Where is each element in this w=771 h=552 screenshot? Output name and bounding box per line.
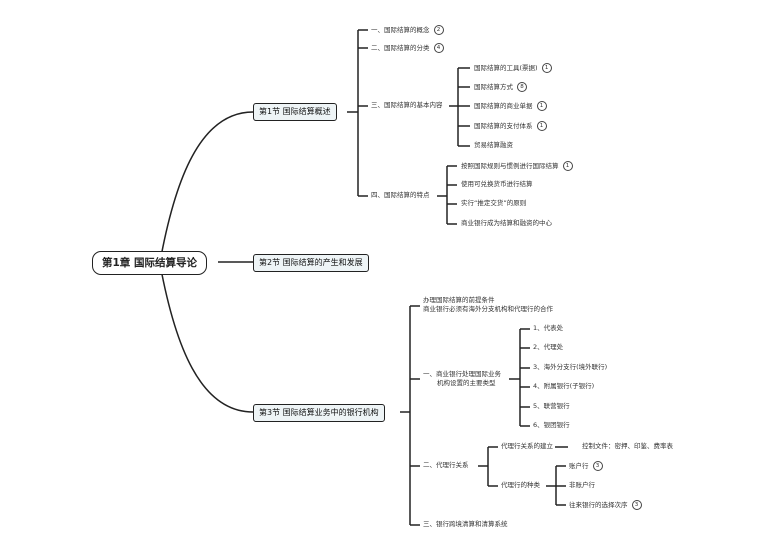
s1-item-concept-label: 一、国际结算的概念: [371, 26, 430, 34]
s3b-type-child-label: 往来银行的选择次序: [569, 501, 628, 509]
section-2-node[interactable]: 第2节 国际结算的产生和发展: [253, 254, 369, 272]
count-badge: 1: [536, 121, 547, 131]
count-badge: 3: [592, 461, 603, 471]
s1c-child[interactable]: 国际结算方式 8: [474, 82, 527, 92]
count-badge: 1: [536, 101, 547, 111]
s3a-child[interactable]: 2、代理处: [533, 343, 564, 351]
s3-item-correspondent[interactable]: 二、代理行关系: [423, 461, 469, 469]
s3-intro-line-2: 商业银行必须有海外分支机构和代理行的合作: [423, 305, 553, 313]
s3b-types[interactable]: 代理行的种类: [501, 481, 540, 489]
s1d-child[interactable]: 实行“推定交货”的原则: [461, 199, 527, 207]
s3a-child[interactable]: 4、附属银行(子银行): [533, 382, 595, 390]
s1-item-features[interactable]: 四、国际结算的特点: [371, 191, 430, 199]
s3a-child[interactable]: 3、海外分支行(境外联行): [533, 363, 608, 371]
s3b-establish[interactable]: 代理行关系的建立: [501, 442, 553, 450]
s1c-child-label: 贸易结算融资: [474, 141, 513, 149]
s3a-label-line-2: 机构设置的主要类型: [437, 379, 496, 387]
s1-item-content[interactable]: 三、国际结算的基本内容: [371, 101, 443, 109]
count-badge: 3: [631, 500, 642, 510]
s1c-child-label: 国际结算的支付体系: [474, 122, 533, 130]
count-badge: 8: [517, 82, 527, 92]
count-badge: 1: [562, 161, 573, 171]
section-3-node[interactable]: 第3节 国际结算业务中的银行机构: [253, 404, 385, 422]
count-badge: 1: [541, 63, 552, 73]
s3-intro[interactable]: 办理国际结算的前提条件 商业银行必须有海外分支机构和代理行的合作: [423, 296, 553, 314]
s3a-label-line-1: 一、商业银行处理国际业务: [423, 370, 501, 378]
s1c-child-label: 国际结算的商业单据: [474, 102, 533, 110]
s1c-child-label: 国际结算的工具(票据): [474, 64, 538, 72]
s3b-type-child-label: 账户行: [569, 462, 589, 470]
s3a-child[interactable]: 5、联营银行: [533, 402, 570, 410]
s3a-child[interactable]: 1、代表处: [533, 324, 564, 332]
root-node[interactable]: 第1章 国际结算导论: [92, 251, 207, 275]
s1-item-classification-label: 二、国际结算的分类: [371, 44, 430, 52]
s3-item-institution-types[interactable]: 一、商业银行处理国际业务 机构设置的主要类型: [423, 370, 501, 388]
s3-intro-line-1: 办理国际结算的前提条件: [423, 296, 495, 304]
s3b-type-child[interactable]: 非账户行: [569, 481, 595, 489]
section-1-node[interactable]: 第1节 国际结算概述: [253, 103, 337, 121]
s3-item-clearing[interactable]: 三、银行跨境清算和清算系统: [423, 520, 508, 528]
s1d-child[interactable]: 使用可兑换货币进行结算: [461, 180, 533, 188]
s1c-child-label: 国际结算方式: [474, 83, 513, 91]
count-badge: 2: [433, 25, 444, 35]
s1c-child[interactable]: 国际结算的工具(票据)1: [474, 63, 552, 73]
s1c-child[interactable]: 贸易结算融资: [474, 141, 513, 150]
s1d-child[interactable]: 商业银行成为结算和融资的中心: [461, 219, 552, 227]
s3b-control-docs[interactable]: 控制文件：密押、印鉴、费率表: [582, 442, 673, 450]
s1d-child-label: 按照国际规则与惯例进行国际结算: [461, 162, 559, 170]
s3a-child[interactable]: 6、银团银行: [533, 421, 570, 429]
count-badge: 4: [433, 43, 444, 53]
